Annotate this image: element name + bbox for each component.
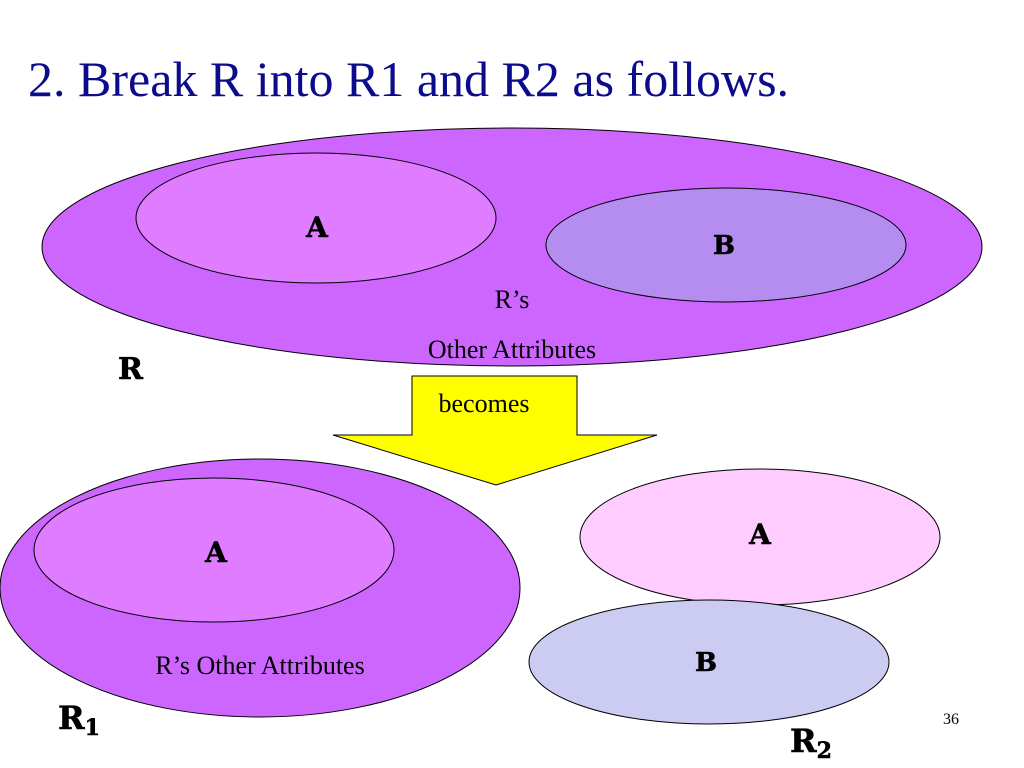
page-number: 36 — [943, 711, 959, 728]
slide-title: 2. Break R into R1 and R2 as follows. — [28, 51, 789, 107]
relation-r1-label: R1 — [58, 699, 100, 741]
relation-r: A B R’s Other Attributes R — [41, 127, 983, 387]
relation-r1-attr-a-ellipse — [33, 477, 395, 623]
down-arrow-icon — [332, 375, 658, 486]
becomes-label: becomes — [439, 389, 530, 418]
relation-r-label: R — [118, 352, 144, 387]
relation-r1-label-main: R — [58, 699, 85, 737]
relation-r-attr-a-label: A — [305, 211, 329, 244]
relation-r-other-line1: R’s — [495, 285, 530, 314]
relation-r2-attr-b-label: B — [695, 648, 717, 678]
relation-r-other-line2: Other Attributes — [428, 335, 596, 364]
relation-r1-other-label: R’s Other Attributes — [155, 651, 364, 680]
relation-r-attr-b-label: B — [713, 231, 735, 261]
relation-r1-attr-a-label: A — [204, 536, 228, 569]
relation-r2-attr-a-label: A — [748, 518, 772, 551]
relation-r2-label: R2 — [790, 722, 832, 764]
relation-r-attr-a-ellipse — [135, 152, 497, 284]
relation-r2-label-subscript: 2 — [817, 738, 832, 764]
relation-r1: A R’s Other Attributes R1 — [0, 458, 521, 741]
relation-r-attr-b-ellipse — [545, 187, 907, 303]
relation-r1-label-subscript: 1 — [85, 715, 100, 741]
relation-r2-label-main: R — [790, 722, 817, 760]
relation-r2-attr-b-ellipse — [528, 599, 890, 725]
becomes-arrow: becomes — [332, 375, 658, 486]
relation-r2: A B R2 — [528, 468, 941, 764]
